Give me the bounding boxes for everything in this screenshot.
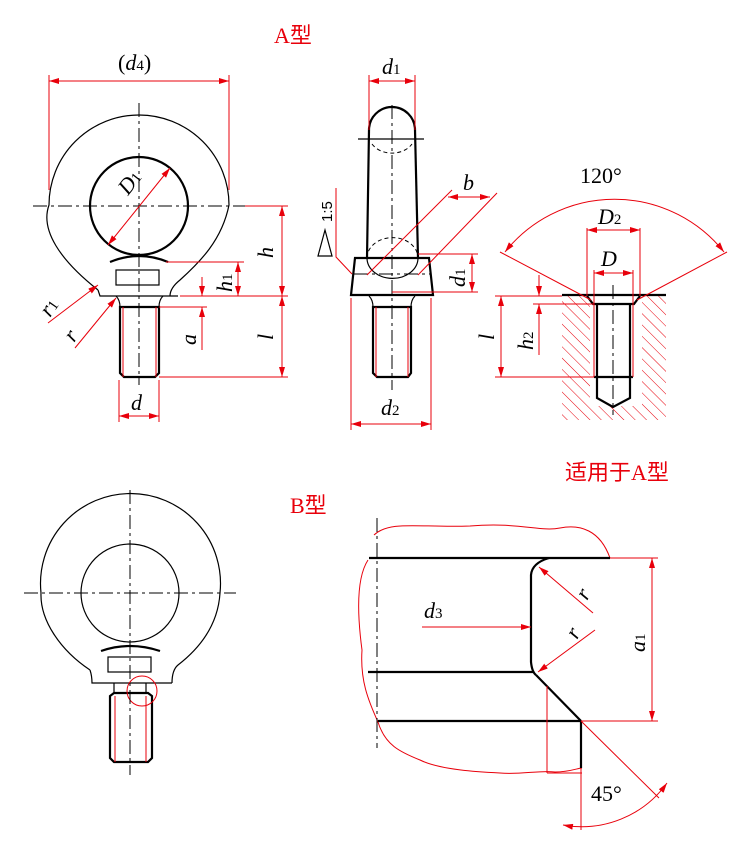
label-d1-top: d1 — [382, 54, 401, 79]
detail-circle — [126, 675, 158, 707]
view-detail: d3 r r a1 45° — [358, 518, 668, 830]
eye-outer-contour — [46, 114, 230, 297]
b-shank — [108, 691, 154, 764]
detail-groove — [529, 556, 550, 676]
label-d3: d3 — [424, 598, 443, 623]
label-d: d — [131, 390, 143, 415]
break-line-left — [358, 559, 583, 774]
label-d4: (d4) — [118, 50, 151, 75]
label-r-bottom: r — [560, 622, 586, 642]
label-h2: h2 — [513, 332, 538, 351]
eye-base — [97, 289, 178, 297]
label-D2: D2 — [597, 204, 621, 229]
side-collar — [349, 256, 435, 297]
label-l-hole: l — [474, 334, 499, 340]
label-D: D — [600, 246, 617, 271]
title-type-b: B型 — [290, 493, 327, 518]
break-line-top — [373, 524, 611, 559]
b-eye-outer — [39, 493, 222, 684]
title-applies-to-a: 适用于A型 — [565, 460, 669, 485]
label-45deg: 45° — [591, 781, 622, 806]
label-120deg: 120° — [580, 163, 622, 188]
view-b-front — [24, 490, 236, 775]
label-d2: d2 — [381, 395, 400, 420]
view-a-front: (d4) D1 h h1 a l d r1 r — [33, 50, 288, 422]
label-h1: h1 — [212, 274, 237, 293]
label-d1-right: d1 — [445, 269, 470, 288]
label-taper: 1:5 — [319, 201, 336, 222]
label-r1: r1 — [34, 293, 64, 320]
taper-symbol-icon — [317, 227, 333, 257]
label-b: b — [463, 170, 474, 195]
marking-plate — [115, 269, 160, 286]
view-a-side: d1 b 1:5 d1 d2 — [317, 54, 498, 430]
label-h: h — [253, 247, 278, 258]
label-a1: a1 — [625, 634, 650, 653]
label-r-top: r — [570, 583, 596, 603]
label-D1: D1 — [112, 165, 147, 200]
view-threaded-hole: 120° D2 D l h2 — [474, 163, 728, 420]
shank-fillet — [115, 295, 164, 308]
title-type-a: A型 — [274, 23, 312, 48]
label-r: r — [58, 324, 84, 346]
label-l: l — [253, 334, 278, 340]
hole-bore — [594, 304, 633, 409]
label-a: a — [176, 334, 201, 345]
